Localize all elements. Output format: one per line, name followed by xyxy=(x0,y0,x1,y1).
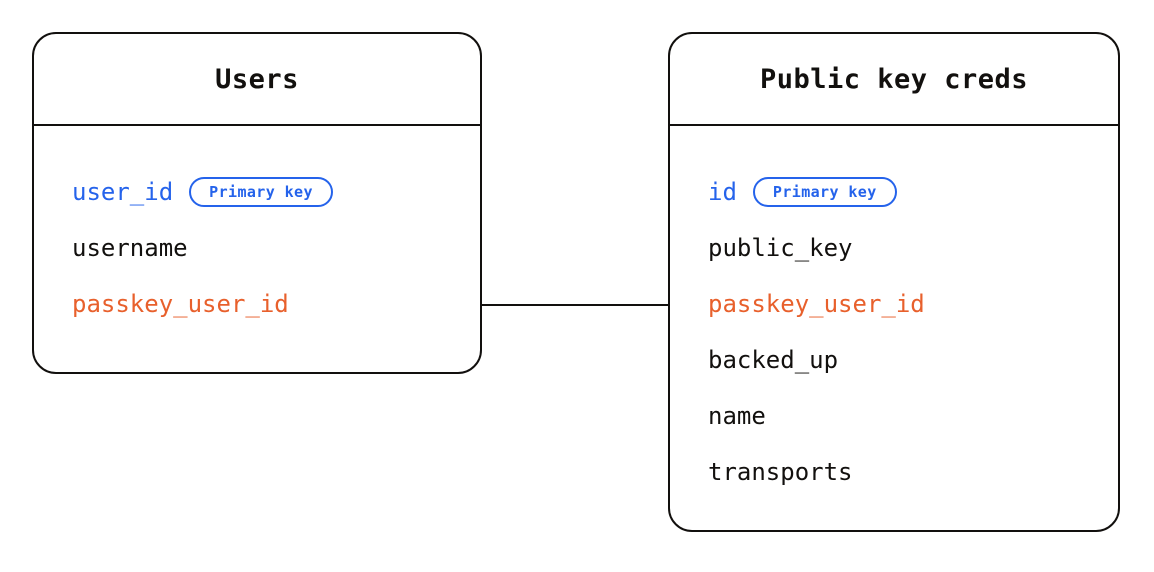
field-name-backed-up: backed_up xyxy=(708,346,839,374)
entity-public-key-creds-header: Public key creds xyxy=(670,34,1118,126)
entity-users-field-list: user_id Primary key username passkey_use… xyxy=(34,126,480,332)
field-name-user-id: user_id xyxy=(72,178,174,206)
field-row-backed-up[interactable]: backed_up xyxy=(708,332,1118,388)
entity-users-header: Users xyxy=(34,34,480,126)
field-row-name[interactable]: name xyxy=(708,388,1118,444)
primary-key-badge: Primary key xyxy=(752,177,897,207)
field-name-transports: transports xyxy=(708,458,853,486)
field-name-name: name xyxy=(708,402,766,430)
primary-key-badge: Primary key xyxy=(189,177,333,207)
field-row-passkey-user-id[interactable]: passkey_user_id xyxy=(708,276,1118,332)
entity-public-key-creds-title: Public key creds xyxy=(759,63,1029,95)
field-row-transports[interactable]: transports xyxy=(708,444,1118,500)
entity-public-key-creds[interactable]: Public key creds id Primary key public_k… xyxy=(668,32,1120,532)
entity-users[interactable]: Users user_id Primary key username passk… xyxy=(32,32,482,374)
primary-key-badge-label: Primary key xyxy=(209,182,313,201)
field-name-id: id xyxy=(708,178,737,206)
field-row-public-key[interactable]: public_key xyxy=(708,220,1118,276)
field-name-passkey-user-id: passkey_user_id xyxy=(708,290,925,318)
field-row-passkey-user-id[interactable]: passkey_user_id xyxy=(72,276,480,332)
primary-key-badge-label: Primary key xyxy=(772,182,877,201)
entity-users-title: Users xyxy=(215,63,299,95)
field-name-username: username xyxy=(72,234,188,262)
entity-public-key-creds-field-list: id Primary key public_key passkey_user_i… xyxy=(670,126,1118,500)
field-name-passkey-user-id: passkey_user_id xyxy=(72,290,289,318)
field-row-id[interactable]: id Primary key xyxy=(708,164,1118,220)
field-row-user-id[interactable]: user_id Primary key xyxy=(72,164,480,220)
field-name-public-key: public_key xyxy=(708,234,853,262)
relationship-connector-passkey-user-id xyxy=(482,304,668,306)
field-row-username[interactable]: username xyxy=(72,220,480,276)
